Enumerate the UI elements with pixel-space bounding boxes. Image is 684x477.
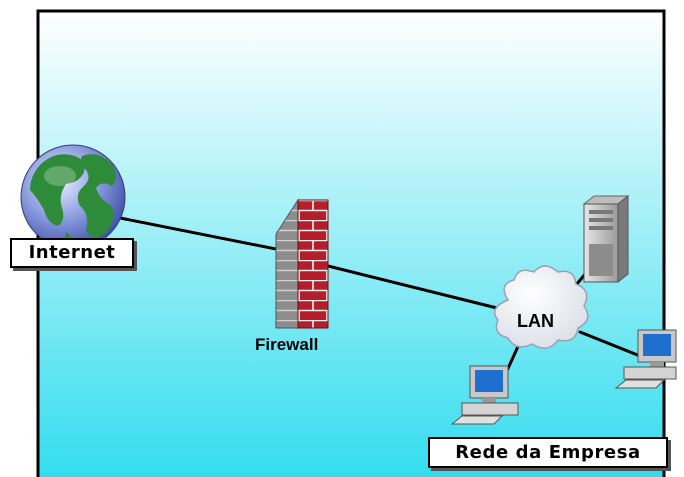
lan-label: LAN bbox=[517, 311, 554, 331]
link-internet-firewall bbox=[118, 216, 298, 255]
desktop-computer-icon bbox=[614, 329, 677, 389]
link-firewall-lan bbox=[310, 260, 507, 312]
globe-icon bbox=[20, 144, 126, 250]
firewall-brick-wall-icon bbox=[275, 198, 329, 329]
server-tower-icon bbox=[582, 194, 630, 284]
cloud-icon bbox=[493, 265, 589, 349]
diagram-background bbox=[38, 11, 664, 477]
internet-label: Internet bbox=[10, 238, 134, 268]
firewall-label: Firewall bbox=[255, 335, 319, 354]
desktop-computer-icon bbox=[450, 365, 519, 425]
company-network-label: Rede da Empresa bbox=[428, 437, 668, 468]
link-lan-workstation-right bbox=[578, 330, 647, 360]
